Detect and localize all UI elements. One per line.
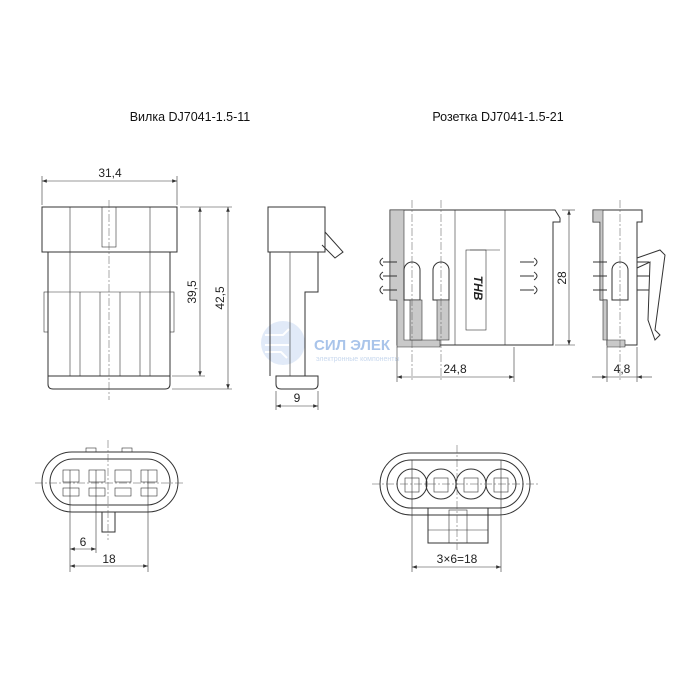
- socket-side-view: 4,8: [592, 200, 666, 382]
- plug-span-label: 18: [102, 552, 116, 566]
- watermark-logo: СИЛ ЭЛЕК электронные компоненты: [261, 321, 400, 365]
- socket-width-label: 24,8: [443, 362, 467, 376]
- plug-front-view: 31,4 39,5 42,5: [41, 166, 232, 400]
- socket-front-view: THB 28 24,8: [379, 200, 575, 382]
- thb-marking: THB: [471, 276, 485, 301]
- socket-title: Розетка DJ7041-1.5-21: [432, 110, 563, 124]
- plug-depth-label: 9: [294, 391, 301, 405]
- watermark-name: СИЛ ЭЛЕК: [314, 337, 391, 354]
- plug-body-height-label: 39,5: [185, 280, 199, 304]
- plug-width-label: 31,4: [98, 166, 122, 180]
- plug-pitch-label: 6: [80, 535, 87, 549]
- plug-total-height-label: 42,5: [213, 286, 227, 310]
- plug-side-view: 9: [267, 206, 344, 410]
- socket-contact: [432, 261, 450, 341]
- socket-depth-label: 4,8: [614, 362, 631, 376]
- plug-end-view: 6 18: [35, 440, 185, 572]
- socket-contact: [403, 261, 423, 341]
- socket-end-view: 3×6=18: [372, 445, 540, 572]
- socket-height-label: 28: [555, 271, 569, 285]
- watermark-tagline: электронные компоненты: [316, 356, 400, 363]
- socket-span-label: 3×6=18: [437, 552, 478, 566]
- plug-title: Вилка DJ7041-1.5-11: [130, 110, 251, 124]
